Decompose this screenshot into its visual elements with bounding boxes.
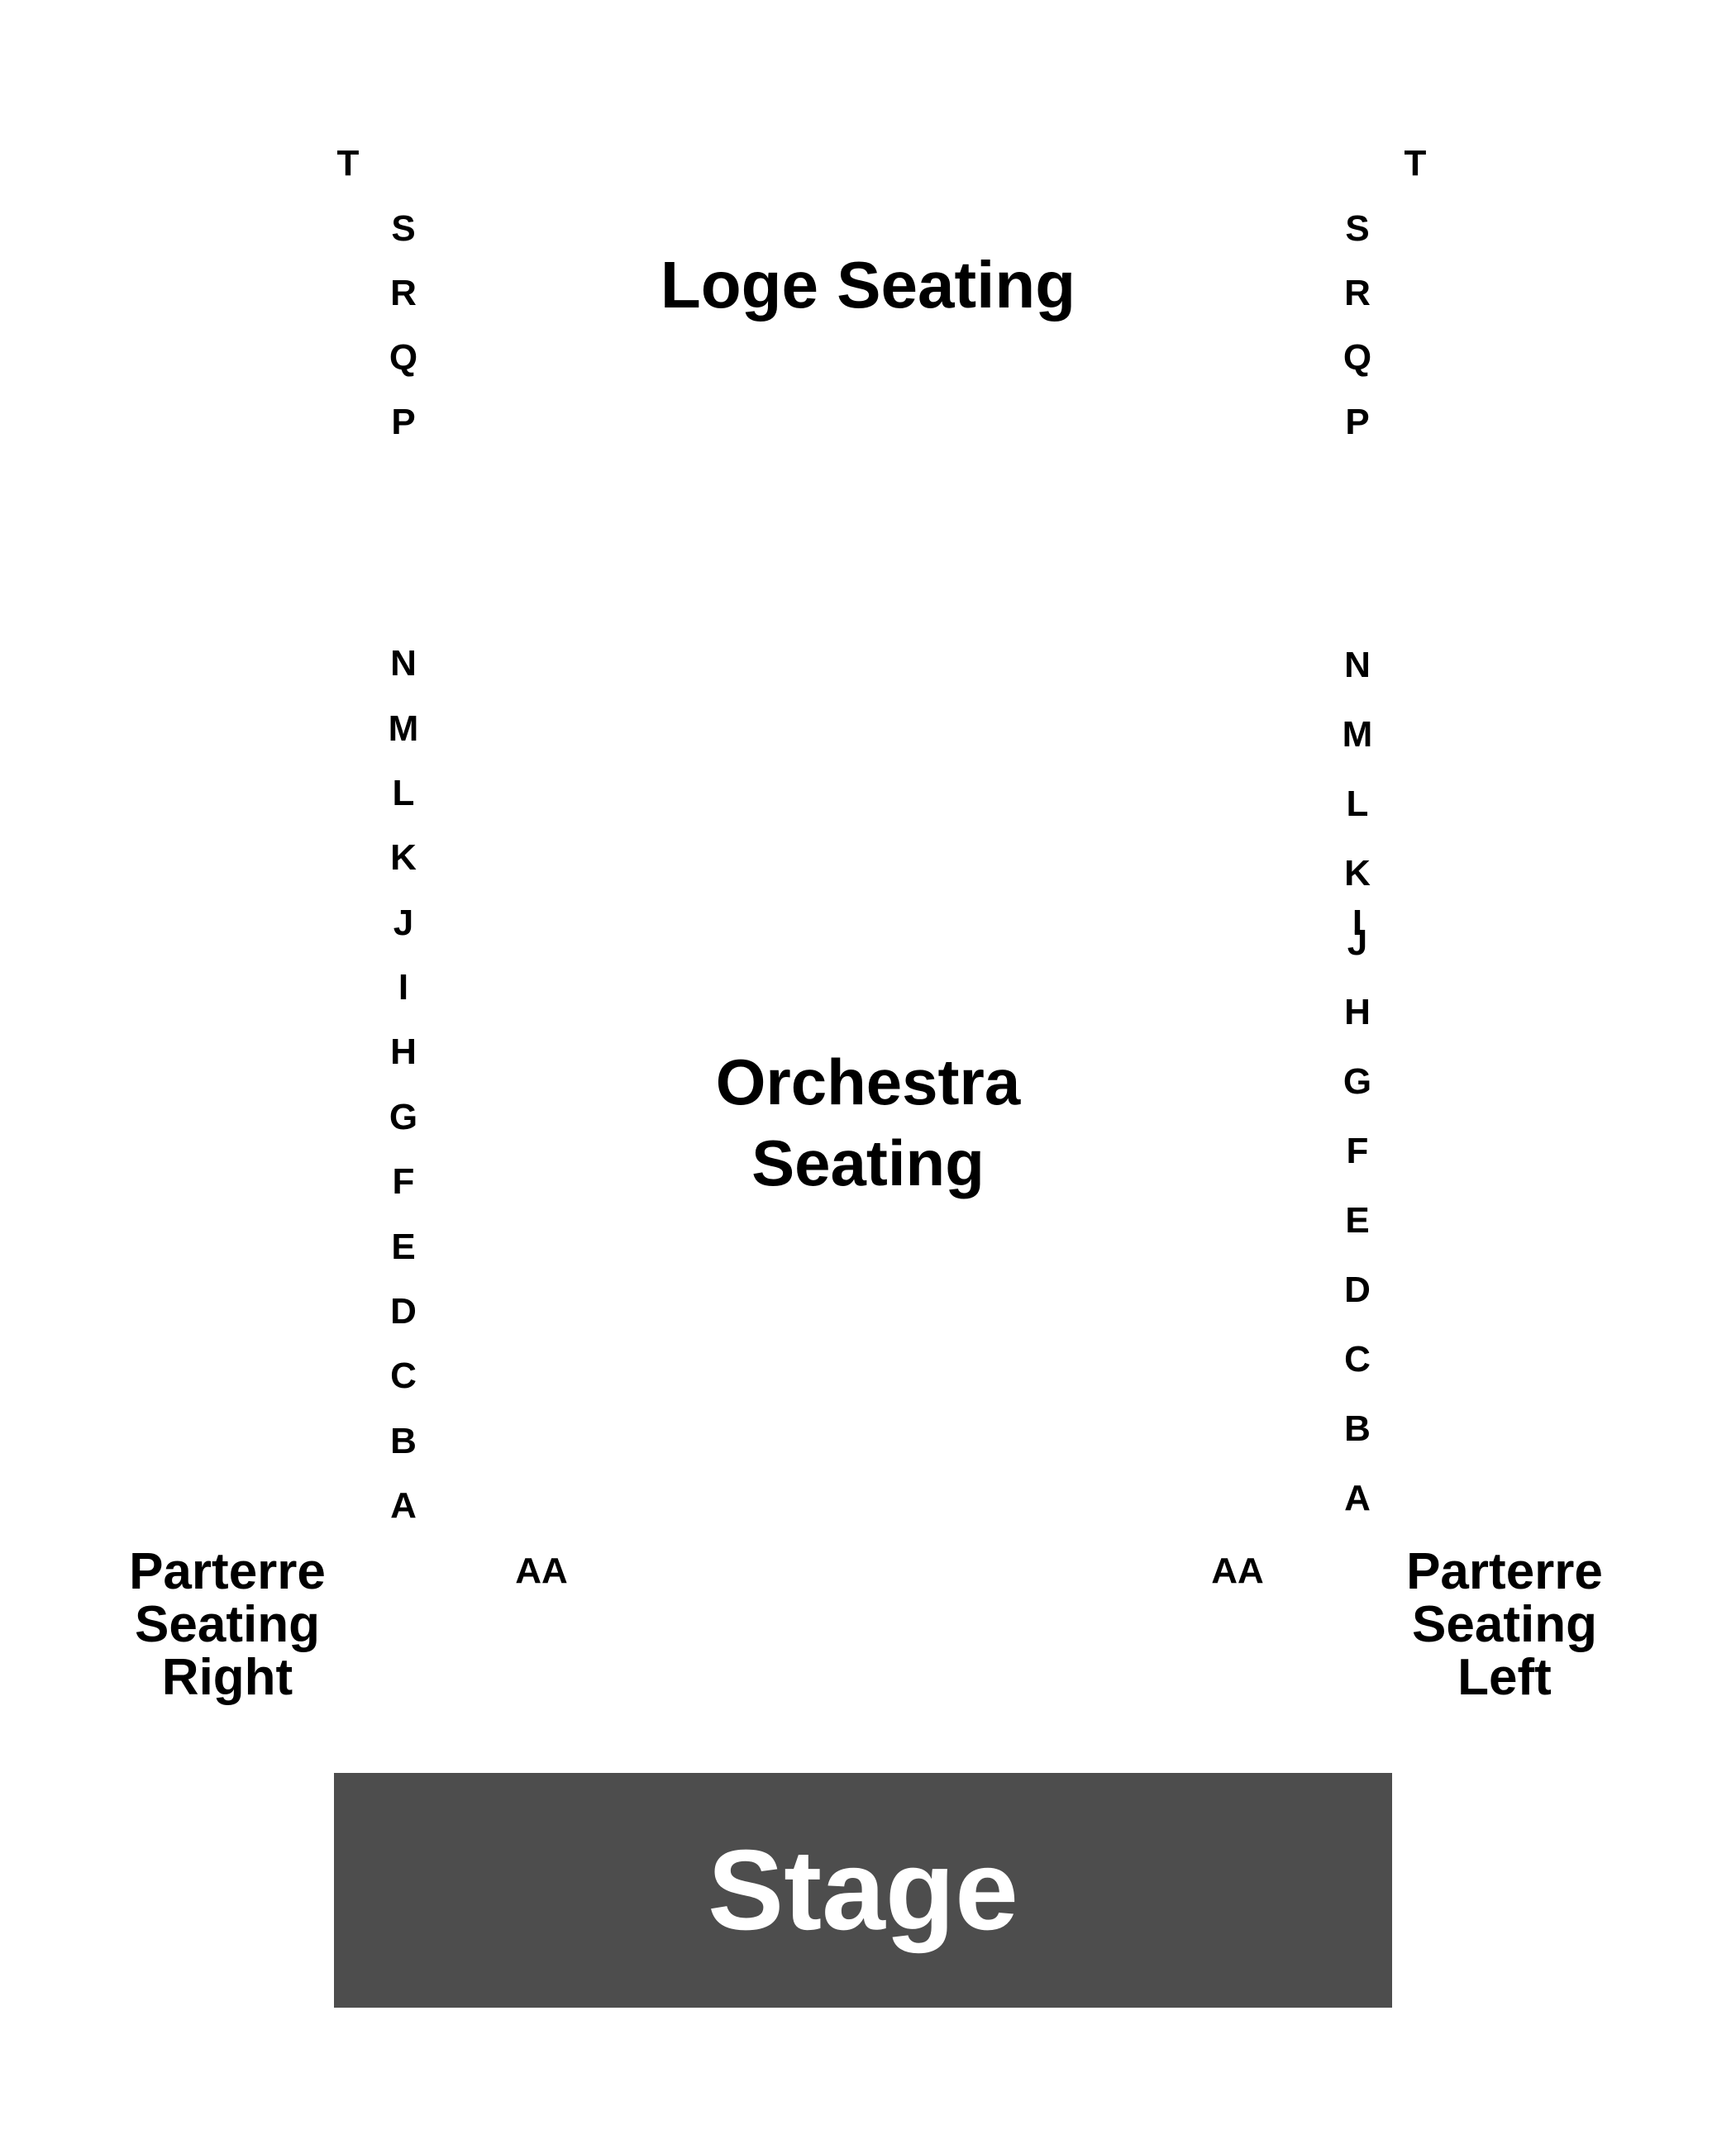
left-row-t[interactable]: T	[336, 143, 360, 183]
parterre-right-line-3: Right	[161, 1649, 293, 1706]
stage-block[interactable]: Stage	[334, 1773, 1392, 2008]
stage-label: Stage	[708, 1827, 1018, 1954]
right-row-l[interactable]: L	[1346, 784, 1369, 824]
left-row-p[interactable]: P	[391, 402, 416, 442]
left-row-m[interactable]: M	[388, 708, 419, 749]
row-aa-left[interactable]: AA	[515, 1551, 568, 1591]
left-row-r[interactable]: R	[390, 273, 417, 313]
left-row-d[interactable]: D	[390, 1291, 417, 1332]
right-row-m[interactable]: M	[1342, 714, 1373, 755]
right-row-g[interactable]: G	[1343, 1061, 1372, 1102]
right-row-c[interactable]: C	[1344, 1339, 1371, 1379]
left-row-n[interactable]: N	[390, 643, 417, 684]
left-row-e[interactable]: E	[391, 1227, 416, 1267]
left-row-c[interactable]: C	[390, 1356, 417, 1396]
left-row-i[interactable]: I	[398, 967, 409, 1008]
right-row-n[interactable]: N	[1344, 645, 1371, 685]
parterre-seating-left-label[interactable]: Parterre Seating Left	[1356, 1546, 1653, 1704]
left-row-q[interactable]: Q	[389, 337, 418, 378]
parterre-left-line-1: Parterre	[1406, 1543, 1603, 1600]
loge-seating-label[interactable]: Loge Seating	[660, 248, 1076, 322]
row-aa-right[interactable]: AA	[1211, 1551, 1264, 1591]
left-row-f[interactable]: F	[392, 1161, 415, 1202]
right-row-j[interactable]: J	[1347, 922, 1368, 963]
left-row-h[interactable]: H	[390, 1032, 417, 1072]
left-row-a[interactable]: A	[390, 1485, 417, 1526]
right-row-k[interactable]: K	[1344, 853, 1371, 893]
left-row-k[interactable]: K	[390, 837, 417, 878]
right-row-i[interactable]: I	[1352, 903, 1363, 943]
right-row-d[interactable]: D	[1344, 1270, 1371, 1310]
right-row-p[interactable]: P	[1345, 402, 1370, 442]
left-row-b[interactable]: B	[390, 1421, 417, 1461]
parterre-left-line-2: Seating	[1412, 1596, 1597, 1653]
left-row-g[interactable]: G	[389, 1097, 418, 1137]
left-row-l[interactable]: L	[392, 773, 415, 813]
parterre-right-line-2: Seating	[135, 1596, 320, 1653]
orchestra-label-line-1: Orchestra	[715, 1046, 1021, 1118]
right-row-r[interactable]: R	[1344, 273, 1371, 313]
right-row-t[interactable]: T	[1404, 143, 1427, 183]
parterre-left-line-3: Left	[1457, 1649, 1552, 1706]
orchestra-label-line-2: Seating	[751, 1127, 985, 1199]
orchestra-seating-label[interactable]: Orchestra Seating	[620, 1041, 1116, 1203]
left-row-s[interactable]: S	[391, 208, 416, 249]
left-row-j[interactable]: J	[393, 903, 414, 943]
right-row-a[interactable]: A	[1344, 1478, 1371, 1518]
parterre-right-line-1: Parterre	[129, 1543, 326, 1600]
parterre-seating-right-label[interactable]: Parterre Seating Right	[79, 1546, 376, 1704]
right-row-b[interactable]: B	[1344, 1408, 1371, 1449]
right-row-e[interactable]: E	[1345, 1200, 1370, 1241]
right-row-s[interactable]: S	[1345, 208, 1370, 249]
right-row-q[interactable]: Q	[1343, 337, 1372, 378]
right-row-h[interactable]: H	[1344, 992, 1371, 1032]
right-row-f[interactable]: F	[1346, 1131, 1369, 1171]
